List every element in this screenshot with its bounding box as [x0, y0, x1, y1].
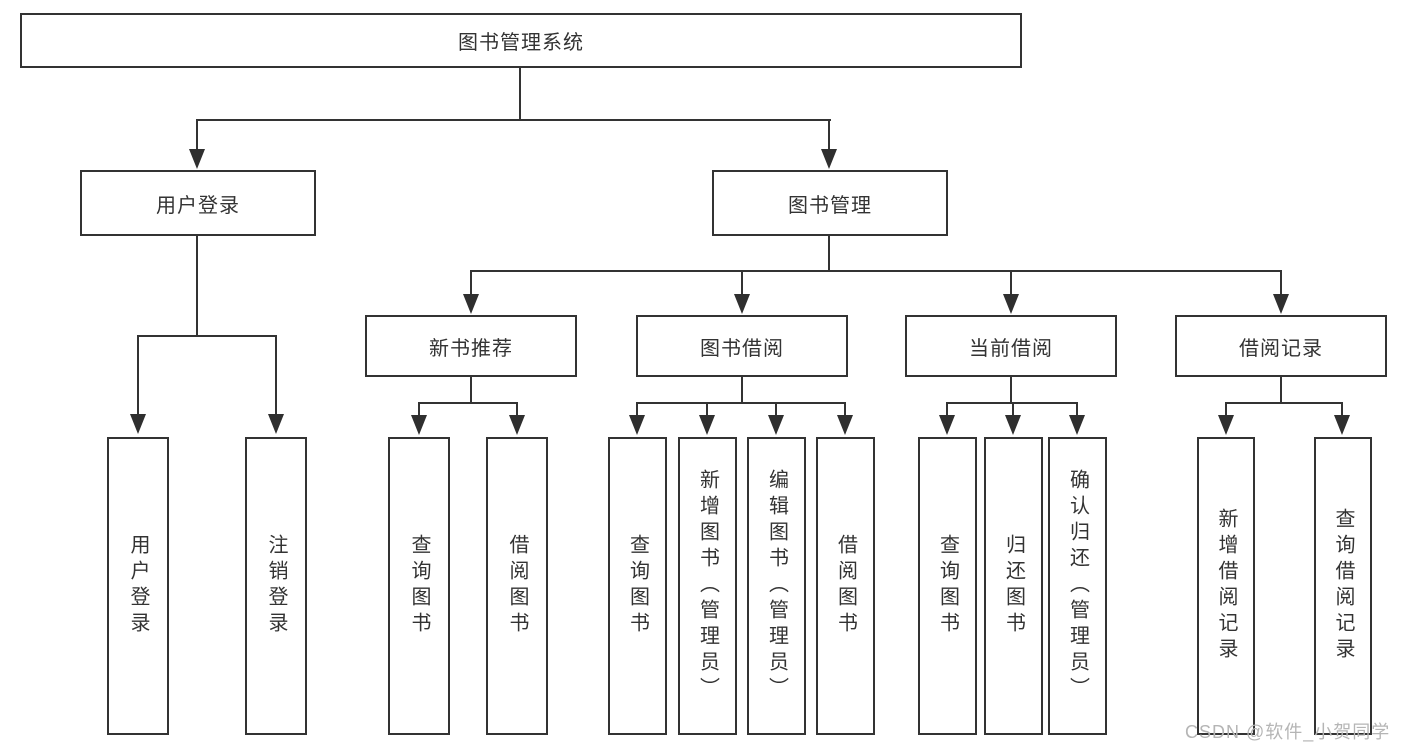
node-root-label: 图书管理系统 — [458, 32, 584, 54]
arrow-down-icon — [1069, 415, 1085, 435]
node-new-book-recommend-label: 新书推荐 — [429, 337, 513, 360]
node-borrow-add-book-label: 新增图书（管理员） — [696, 469, 719, 703]
connector-leaf-stem — [946, 402, 948, 416]
arrow-down-icon — [699, 415, 715, 435]
node-book-borrow-label: 图书借阅 — [700, 337, 784, 360]
node-records-query-record-label: 查询借阅记录 — [1332, 508, 1354, 664]
node-borrow-edit-book-label: 编辑图书（管理员） — [765, 469, 788, 703]
connector-user-login-leaf2-stem — [275, 335, 277, 415]
arrow-down-icon — [629, 415, 645, 435]
node-user-login-leaf: 用户登录 — [107, 437, 169, 735]
node-borrow-borrow-book-label: 借阅图书 — [834, 534, 857, 638]
node-current-return-book-label: 归还图书 — [1002, 534, 1025, 638]
node-user-login-label: 用户登录 — [156, 194, 240, 217]
connector-borrow-records-branch — [1225, 402, 1343, 404]
csdn-watermark: CSDN @软件_小贺同学 — [1185, 722, 1391, 742]
connector-new-book-down — [470, 377, 472, 404]
node-borrow-query-book-label: 查询图书 — [626, 534, 649, 638]
arrow-down-icon — [734, 294, 750, 314]
arrow-down-icon — [1334, 415, 1350, 435]
node-current-query-book-label: 查询图书 — [936, 534, 959, 638]
connector-leaf-stem — [775, 402, 777, 416]
node-logout: 注销登录 — [245, 437, 307, 735]
node-current-query-book: 查询图书 — [918, 437, 977, 735]
connector-leaf-stem — [706, 402, 708, 416]
connector-book-management-down — [828, 236, 830, 272]
connector-level3-branch — [470, 270, 1282, 272]
connector-leaf-stem — [1225, 402, 1227, 416]
connector-current-borrow-down — [1010, 377, 1012, 404]
connector-leaf-stem — [1341, 402, 1343, 416]
node-borrow-borrow-book: 借阅图书 — [816, 437, 875, 735]
arrow-down-icon — [1005, 415, 1021, 435]
connector-new-book-stem — [470, 270, 472, 295]
connector-leaf-stem — [636, 402, 638, 416]
node-user-login: 用户登录 — [80, 170, 316, 236]
connector-user-login-down — [196, 236, 198, 337]
arrow-down-icon — [411, 415, 427, 435]
node-recommend-borrow-book-label: 借阅图书 — [506, 534, 528, 638]
node-borrow-records-label: 借阅记录 — [1239, 337, 1323, 360]
connector-user-login-stem — [196, 119, 198, 150]
node-borrow-edit-book: 编辑图书（管理员） — [747, 437, 806, 735]
arrow-down-icon — [939, 415, 955, 435]
connector-leaf-stem — [516, 402, 518, 416]
arrow-down-icon — [1273, 294, 1289, 314]
connector-book-borrow-down — [741, 377, 743, 404]
arrow-down-icon — [768, 415, 784, 435]
node-user-login-leaf-label: 用户登录 — [127, 534, 149, 638]
arrow-down-icon — [189, 149, 205, 169]
arrow-down-icon — [1003, 294, 1019, 314]
node-recommend-query-book: 查询图书 — [388, 437, 450, 735]
connector-leaf-stem — [1076, 402, 1078, 416]
node-records-add-record-label: 新增借阅记录 — [1215, 508, 1237, 664]
connector-borrow-records-down — [1280, 377, 1282, 404]
connector-book-management-stem — [828, 119, 830, 150]
arrow-down-icon — [268, 414, 284, 434]
node-new-book-recommend: 新书推荐 — [365, 315, 577, 377]
connector-leaf-stem — [844, 402, 846, 416]
node-logout-label: 注销登录 — [265, 534, 287, 638]
node-book-borrow: 图书借阅 — [636, 315, 848, 377]
connector-root-stem — [519, 66, 521, 121]
node-records-add-record: 新增借阅记录 — [1197, 437, 1255, 735]
connector-level2-branch — [196, 119, 831, 121]
connector-book-borrow-stem — [741, 270, 743, 295]
node-borrow-query-book: 查询图书 — [608, 437, 667, 735]
connector-current-borrow-stem — [1010, 270, 1012, 295]
node-current-borrow: 当前借阅 — [905, 315, 1117, 377]
node-current-borrow-label: 当前借阅 — [969, 337, 1053, 360]
arrow-down-icon — [837, 415, 853, 435]
connector-borrow-records-stem — [1280, 270, 1282, 295]
connector-leaf-stem — [1012, 402, 1014, 416]
node-records-query-record: 查询借阅记录 — [1314, 437, 1372, 735]
connector-book-borrow-branch — [636, 402, 846, 404]
node-root: 图书管理系统 — [20, 13, 1022, 68]
arrow-down-icon — [130, 414, 146, 434]
connector-user-login-branch — [137, 335, 277, 337]
node-recommend-borrow-book: 借阅图书 — [486, 437, 548, 735]
node-current-return-book: 归还图书 — [984, 437, 1043, 735]
connector-new-book-branch — [418, 402, 518, 404]
node-borrow-add-book: 新增图书（管理员） — [678, 437, 737, 735]
arrow-down-icon — [463, 294, 479, 314]
arrow-down-icon — [1218, 415, 1234, 435]
node-book-management: 图书管理 — [712, 170, 948, 236]
node-current-confirm-return-label: 确认归还（管理员） — [1066, 469, 1089, 703]
node-borrow-records: 借阅记录 — [1175, 315, 1387, 377]
connector-leaf-stem — [418, 402, 420, 416]
node-recommend-query-book-label: 查询图书 — [408, 534, 430, 638]
node-current-confirm-return: 确认归还（管理员） — [1048, 437, 1107, 735]
node-book-management-label: 图书管理 — [788, 194, 872, 217]
arrow-down-icon — [821, 149, 837, 169]
arrow-down-icon — [509, 415, 525, 435]
connector-user-login-leaf1-stem — [137, 335, 139, 415]
